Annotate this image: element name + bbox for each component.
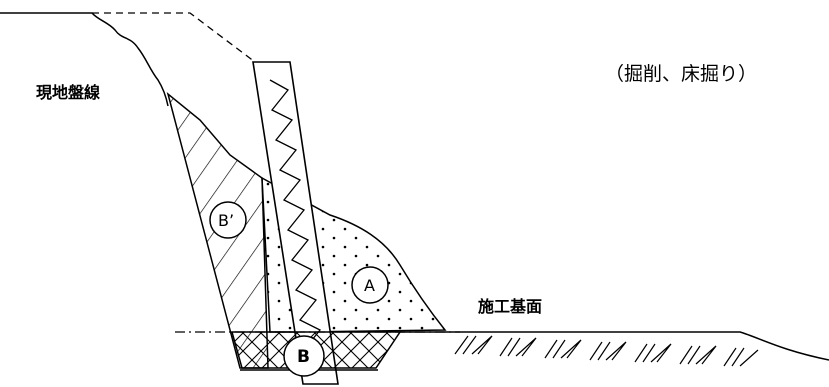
construction-base-label: 施工基面 [478, 297, 542, 316]
ground-line-label: 現地盤線 [36, 83, 100, 102]
sheet-pile-zigzag [269, 79, 323, 361]
zone-b-label: B [297, 347, 310, 367]
ground-line-surface [0, 12, 169, 107]
caption-label: （掘削、床掘り） [605, 63, 757, 85]
right-soil-hatch [454, 335, 759, 367]
zone-a-marker [351, 266, 389, 304]
zone-b-prime-marker [209, 201, 247, 239]
zone-a-label: A [364, 276, 375, 295]
sheet-pile-outline [252, 61, 339, 385]
dashed-design-line [92, 12, 256, 63]
zone-b-marker [283, 335, 325, 377]
right-ground-surface [400, 331, 829, 361]
zone-b-prime-label: B’ [218, 211, 234, 230]
